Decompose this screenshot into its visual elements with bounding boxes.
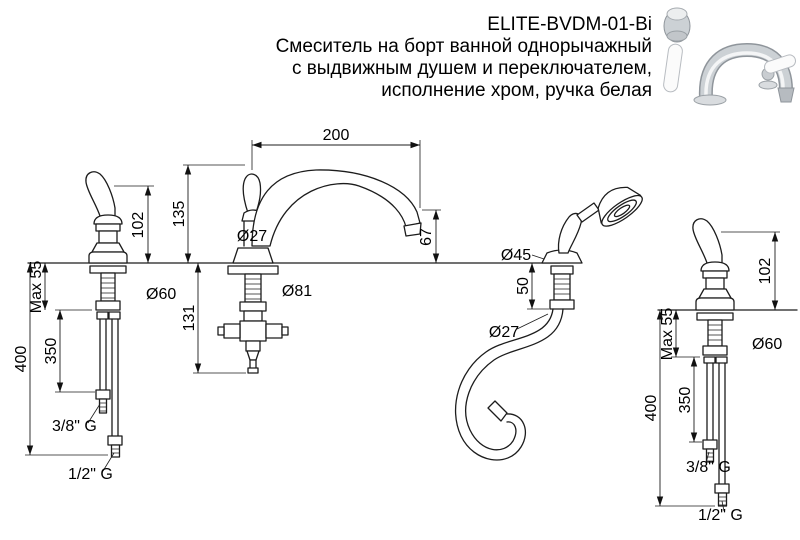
dim-right-thread-12: 1/2" G (698, 507, 743, 524)
shower-dimensions: Ø45 50 Ø27 (489, 247, 549, 341)
photo-handshower-handle (663, 43, 683, 93)
dim-right-dia-60: Ø60 (752, 336, 782, 353)
left-base-flange (88, 251, 128, 264)
right-washer (696, 312, 734, 321)
diverter-body (239, 320, 267, 342)
spout-dimensions: 200 135 131 67 Ø27 Ø81 (171, 127, 441, 374)
right-base-flange (695, 297, 735, 311)
dim-spout-dia-81: Ø81 (282, 283, 312, 300)
left-pipe-12 (111, 318, 119, 437)
dim-right-max-55: Max 55 (659, 308, 676, 361)
model-name: ELITE-BVDM-01-Bi (487, 14, 652, 35)
description-line-1: Смеситель на борт ванной однорычажный (276, 36, 652, 57)
photo-spout-outlet (777, 87, 795, 103)
dim-right-height-102: 102 (757, 258, 774, 285)
right-lever-handle (692, 218, 723, 264)
description-line-2: с выдвижным душем и переключателем, (292, 58, 652, 79)
hose-connector (487, 400, 508, 422)
dim-left-max-55: Max 55 (28, 261, 45, 314)
description-line-3: исполнение хром, ручка белая (381, 80, 652, 101)
left-faucet-view (85, 171, 128, 458)
dim-spout-dia-27: Ø27 (237, 228, 267, 245)
dim-shower-depth-50: 50 (515, 277, 532, 295)
left-pipe-38 (99, 318, 107, 391)
dim-spout-width-200: 200 (323, 127, 350, 144)
dim-spout-depth-131: 131 (181, 305, 198, 332)
dim-right-400: 400 (643, 395, 660, 422)
dim-spout-drop-67: 67 (418, 228, 435, 246)
dim-right-thread-38: 3/8" G (686, 459, 731, 476)
right-view-dimensions: 102 Ø60 Max 55 350 400 3/8" G 1/2" G (643, 231, 782, 524)
dim-left-dia-60: Ø60 (146, 286, 176, 303)
right-pipe-12 (718, 362, 726, 485)
right-faucet-view (692, 218, 735, 507)
spout-aerator (403, 222, 422, 237)
hand-shower-view (454, 186, 643, 461)
dim-right-350: 350 (677, 387, 694, 414)
shower-handle (557, 212, 582, 254)
dim-left-400: 400 (13, 346, 30, 373)
dim-spout-height-135: 135 (171, 201, 188, 228)
dim-left-thread-12: 1/2" G (68, 466, 113, 483)
dim-left-height-102: 102 (130, 212, 147, 239)
right-pipe-38 (706, 362, 714, 441)
left-washer (89, 265, 127, 274)
center-spout-view (217, 169, 422, 374)
shower-head (597, 186, 643, 227)
dim-left-thread-38: 3/8" G (52, 418, 97, 435)
photo-lever-handle (763, 54, 797, 74)
dim-left-350: 350 (43, 338, 60, 365)
shower-hose (454, 308, 554, 461)
left-lever-handle (85, 171, 116, 217)
spout-arc (251, 169, 421, 247)
dim-shower-dia-27: Ø27 (489, 324, 519, 341)
left-view-dimensions: 102 Ø60 Max 55 350 400 3/8" G 1/2" G (13, 185, 176, 483)
spout-washer (227, 265, 279, 275)
diverter-knob (242, 173, 262, 214)
dim-shower-dia-45: Ø45 (501, 247, 531, 264)
header-block: ELITE-BVDM-01-Bi Смеситель на борт ванно… (276, 14, 652, 101)
photo-escutcheon (693, 94, 727, 106)
product-photo (663, 7, 797, 106)
